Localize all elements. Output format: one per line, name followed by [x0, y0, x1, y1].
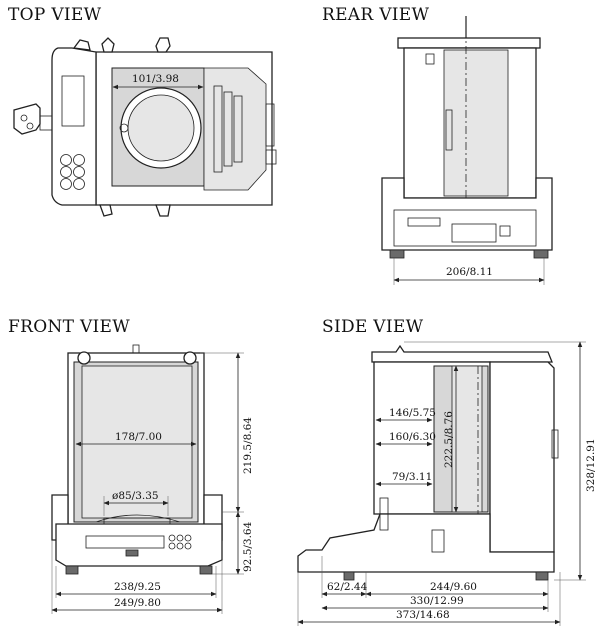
top-view-pan-pin — [119, 123, 129, 133]
front-view-foot-right — [199, 565, 213, 575]
front-view-dim-inner-width: 238/9.25 — [114, 581, 161, 593]
front-view: FRONT VIEW 178/7.00 ø85/3.35 — [8, 317, 254, 614]
side-view-dim-front-offset: 62/2.44 — [327, 581, 368, 593]
side-view-dim-chamber-height: 222.5/8.76 — [443, 411, 455, 468]
front-view-foot-left — [65, 565, 79, 575]
rear-view-foot-right — [533, 249, 549, 259]
rear-view-dim-width: 206/8.11 — [446, 266, 493, 278]
front-view-display — [85, 535, 165, 549]
top-view-door-rails — [213, 85, 277, 173]
top-view-pan — [127, 94, 195, 162]
top-view-knob-nw — [72, 39, 91, 51]
side-view-dim-depth-upper: 146/5.75 — [389, 407, 436, 419]
front-view-dim-pan-diameter: ø85/3.35 — [112, 490, 159, 502]
rear-view-port — [451, 223, 497, 243]
top-view-control-panel — [51, 47, 97, 206]
top-view: TOP VIEW — [8, 5, 277, 217]
side-view: SIDE VIEW 146/5.75 160/6.30 79/3.11 222.… — [297, 317, 597, 626]
side-view-dim-depth-mid: 160/6.30 — [389, 431, 436, 443]
front-view-dim-chamber-height: 219.5/8.64 — [242, 417, 254, 474]
rear-view-rear-glass — [443, 49, 509, 197]
front-view-dim-overall-width: 249/9.80 — [114, 597, 161, 609]
top-view-display — [61, 75, 85, 127]
rear-view-foot-left — [389, 249, 405, 259]
side-view-foot-rear — [535, 571, 549, 581]
top-view-keypad — [60, 154, 85, 190]
top-view-dim-pan-width: 101/3.98 — [132, 73, 179, 85]
front-view-title: FRONT VIEW — [8, 317, 130, 337]
front-view-dim-base-height: 92.5/3.64 — [242, 521, 254, 572]
rear-view-title: REAR VIEW — [322, 5, 429, 25]
front-view-base — [55, 523, 223, 567]
side-view-base — [297, 513, 555, 573]
front-view-keypad — [168, 534, 192, 550]
side-view-level — [431, 529, 445, 553]
rear-view-top-rim — [397, 37, 541, 49]
side-view-dim-depth-330: 330/12.99 — [410, 595, 464, 607]
top-view-knob-sw — [99, 204, 113, 217]
rear-view: REAR VIEW 206/8.11 — [322, 5, 553, 285]
side-view-title: SIDE VIEW — [322, 317, 424, 337]
top-view-sliding-door — [203, 67, 267, 191]
side-view-dim-overall-height: 328/12.91 — [585, 438, 597, 492]
front-view-dim-chamber-width: 178/7.00 — [115, 431, 162, 443]
side-view-foot-front — [343, 571, 355, 581]
top-view-knob-n2 — [155, 37, 171, 53]
rear-view-base — [381, 177, 553, 251]
side-view-rear-housing — [489, 361, 555, 553]
side-view-dim-base-depth: 244/9.60 — [430, 581, 477, 593]
top-view-knob-n — [101, 37, 115, 53]
top-view-title: TOP VIEW — [8, 5, 102, 25]
side-view-dim-overall-depth: 373/14.68 — [396, 609, 450, 621]
top-view-knob-s — [155, 204, 171, 217]
side-view-dim-depth-lower: 79/3.11 — [392, 471, 432, 483]
